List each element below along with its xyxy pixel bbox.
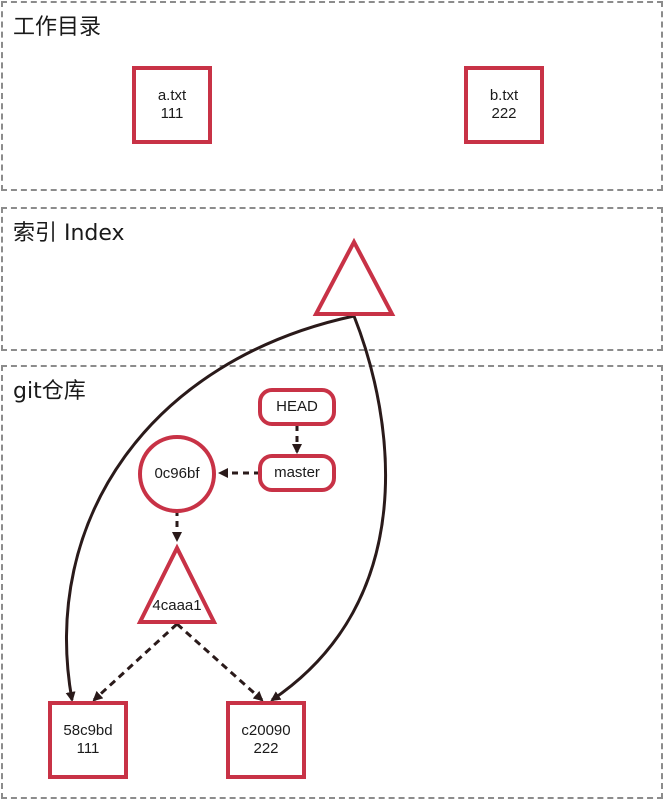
index-region: 索引 Index [1, 207, 663, 351]
blob-58c9bd-id: 58c9bd [63, 722, 113, 739]
blob-58c9bd: 58c9bd 111 [48, 701, 128, 779]
working-file-b: b.txt 222 [464, 66, 544, 144]
tree-to-blob-c20090-edge [176, 622, 264, 702]
working-file-a: a.txt 111 [132, 66, 212, 144]
commit-object: 0c96bf [138, 435, 216, 513]
working-directory-region: 工作目录 [1, 1, 663, 191]
tree-object-triangle [136, 543, 218, 624]
index-to-blob-58c9bd-edge [65, 314, 355, 702]
blob-c20090-content: 222 [253, 740, 279, 757]
tree-to-blob-58c9bd-edge [92, 622, 179, 702]
tree-object-id: 4caaa1 [152, 597, 202, 614]
working-file-a-name: a.txt [157, 87, 187, 104]
index-title: 索引 Index [13, 221, 125, 246]
blob-c20090-id: c20090 [241, 722, 291, 739]
working-file-a-content: 111 [160, 105, 184, 122]
commit-id: 0c96bf [154, 465, 200, 482]
blob-c20090: c20090 222 [226, 701, 306, 779]
working-file-b-content: 222 [491, 105, 517, 122]
head-ref: HEAD [258, 388, 336, 426]
working-directory-title: 工作目录 [13, 15, 102, 40]
working-file-b-name: b.txt [489, 87, 519, 104]
blob-58c9bd-content: 111 [76, 740, 100, 757]
git-repository-region: git仓库 [1, 365, 663, 799]
head-ref-label: HEAD [276, 398, 318, 415]
master-branch-label: master [274, 464, 320, 481]
index-tree-triangle [312, 237, 396, 316]
master-branch-ref: master [258, 454, 336, 492]
index-to-blob-c20090-edge [270, 315, 388, 702]
git-repository-title: git仓库 [13, 379, 86, 404]
